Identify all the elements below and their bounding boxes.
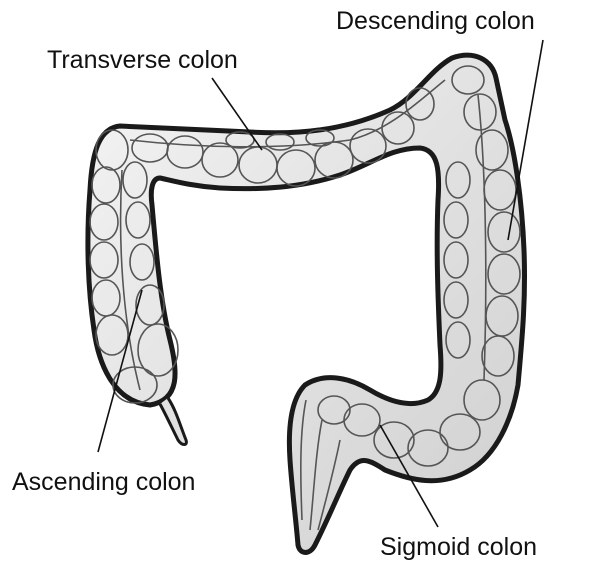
leader-descending [508,40,543,240]
label-ascending-colon: Ascending colon [12,470,195,495]
label-descending-colon: Descending colon [336,9,535,34]
appendix [160,398,186,445]
label-sigmoid-colon: Sigmoid colon [380,535,537,560]
label-transverse-colon: Transverse colon [47,48,238,73]
